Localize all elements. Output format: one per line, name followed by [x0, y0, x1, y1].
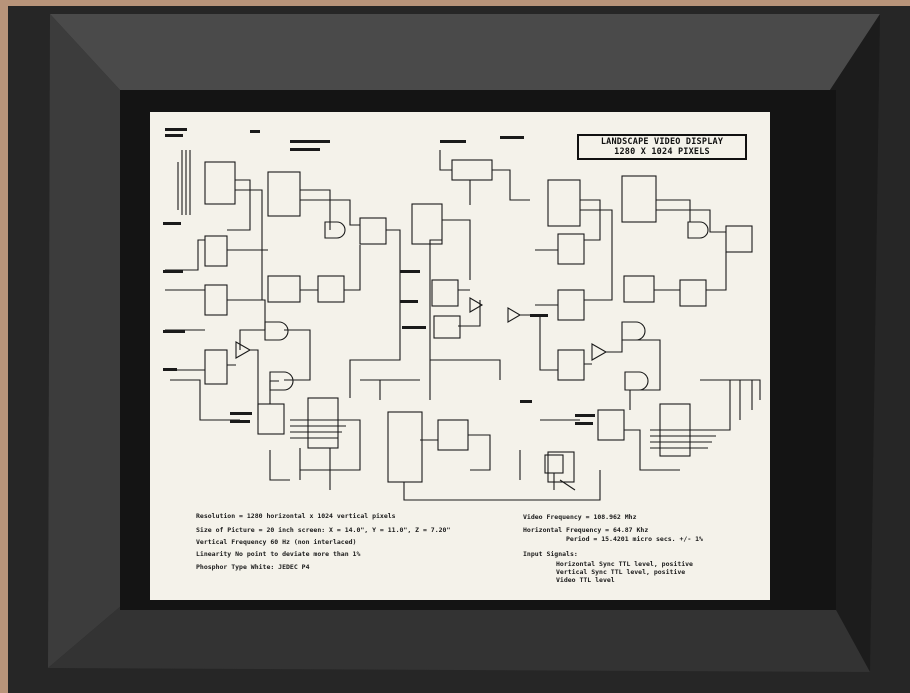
screen	[150, 112, 770, 600]
spec-linearity: Linearity No point to deviate more than …	[196, 550, 361, 558]
display-title: LANDSCAPE VIDEO DISPLAY	[600, 137, 724, 147]
schematic-drawing	[165, 150, 761, 501]
ic-chip	[547, 451, 575, 483]
spec-video: Video TTL level	[556, 576, 615, 584]
ic-chip	[725, 225, 753, 253]
ic-chip	[317, 275, 345, 303]
ic-chip	[204, 349, 228, 385]
spec-size: Size of Picture = 20 inch screen: X = 14…	[196, 526, 451, 534]
ic-chip	[433, 315, 461, 339]
spec-phosphor: Phosphor Type White: JEDEC P4	[196, 563, 310, 571]
ic-chip	[204, 235, 228, 267]
spec-vertical-sync: Vertical Sync TTL level, positive	[556, 568, 686, 576]
bezel-top	[50, 14, 880, 90]
bezel-left	[48, 14, 128, 668]
ic-chip	[623, 275, 655, 303]
schematic-labels	[163, 128, 595, 425]
display-title-plate: LANDSCAPE VIDEO DISPLAY 1280 X 1024 PIXE…	[577, 134, 747, 160]
ic-chip	[307, 397, 339, 449]
ic-chip	[387, 411, 423, 483]
ic-chip	[267, 171, 301, 217]
ic-chip	[547, 179, 581, 227]
bezel-bottom	[48, 600, 870, 672]
ic-chip	[557, 349, 585, 381]
bezel-right	[830, 14, 880, 672]
ic-chip	[431, 279, 459, 307]
spec-video-frequency: Video Frequency = 108.962 Mhz	[523, 513, 637, 521]
ic-chip	[359, 217, 387, 245]
ic-chip	[411, 203, 443, 245]
ic-chip	[679, 279, 707, 307]
display-resolution-label: 1280 X 1024 PIXELS	[614, 147, 710, 157]
spec-horizontal-sync: Horizontal Sync TTL level, positive	[556, 560, 693, 568]
ic-chip	[597, 409, 625, 441]
spec-resolution: Resolution = 1280 horizontal x 1024 vert…	[196, 512, 396, 520]
spec-vertical-frequency: Vertical Frequency 60 Hz (non interlaced…	[196, 538, 357, 546]
ic-chip	[204, 161, 236, 205]
spec-period: Period = 15.4201 micro secs. +/- 1%	[566, 535, 703, 543]
ic-chip	[267, 275, 301, 303]
spec-input-signals: Input Signals:	[523, 550, 578, 558]
ic-chip	[557, 233, 585, 265]
spec-horizontal-frequency: Horizontal Frequency = 64.87 Khz	[523, 526, 649, 534]
ic-chip	[621, 175, 657, 223]
